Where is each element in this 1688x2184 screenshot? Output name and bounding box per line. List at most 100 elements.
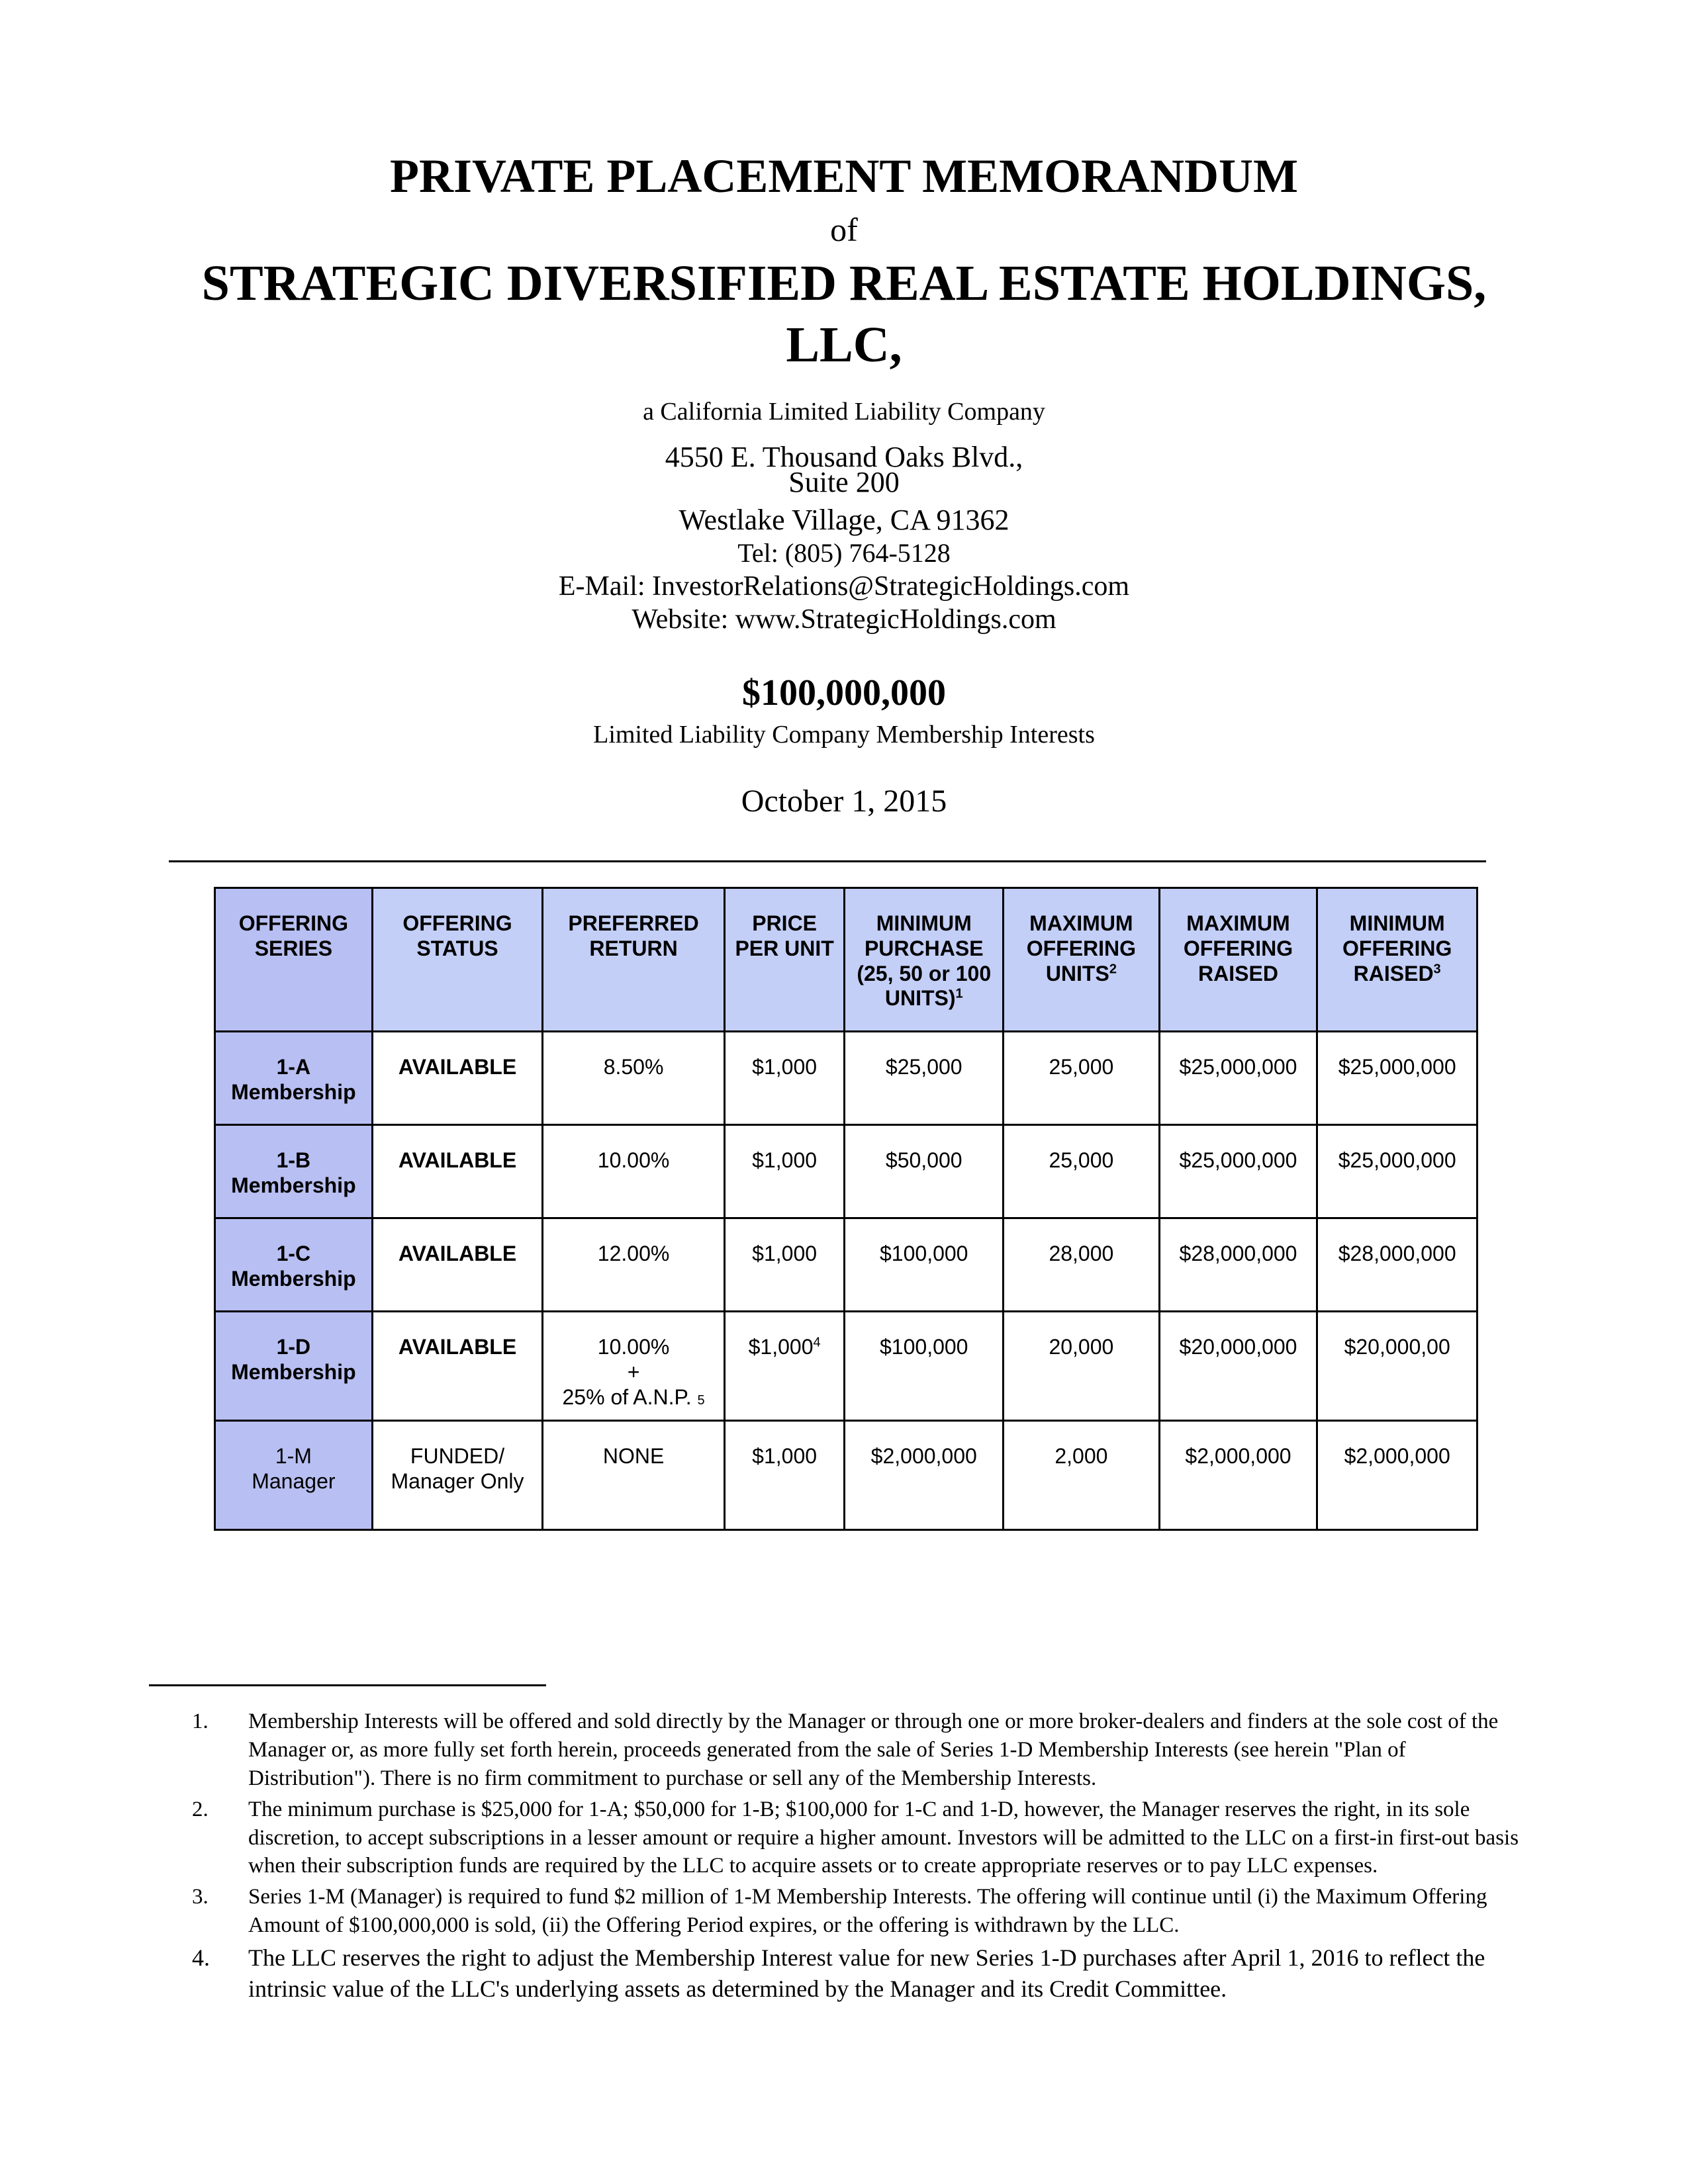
minimum-purchase-cell: $2,000,000 (843, 1420, 1005, 1531)
website: Website: www.StrategicHoldings.com (632, 604, 1056, 635)
maximum-units-cell: 2,000 (1002, 1420, 1160, 1531)
footnote-ref-2: 2 (1109, 961, 1117, 976)
title-of: of (830, 211, 858, 248)
footnote-text: The minimum purchase is $25,000 for 1-A;… (248, 1797, 1519, 1878)
footnote-number: 1. (192, 1709, 209, 1733)
maximum-raised-cell: $28,000,000 (1158, 1217, 1319, 1312)
footnote-item: 3. Series 1-M (Manager) is required to f… (192, 1883, 1536, 1940)
preferred-return-cell: 10.00%+25% of A.N.P. 5 (541, 1310, 726, 1422)
footnote-ref-4: 4 (813, 1335, 821, 1350)
preferred-return-cell: 12.00% (541, 1217, 726, 1312)
header-preferred-return: PREFERRED RETURN (541, 887, 726, 1032)
preferred-return-cell: 8.50% (541, 1030, 726, 1126)
maximum-units-cell: 25,000 (1002, 1124, 1160, 1219)
offering-amount: $100,000,000 (742, 672, 946, 713)
company-name-line2: LLC, (786, 317, 902, 373)
series-type: Membership (231, 1359, 356, 1384)
address-line1: 4550 E. Thousand Oaks Blvd., (665, 441, 1023, 473)
status-cell: AVAILABLE (371, 1030, 544, 1126)
series-code: 1-M (275, 1444, 312, 1468)
minimum-raised-cell: $2,000,000 (1316, 1420, 1478, 1531)
document-title: PRIVATE PLACEMENT MEMORANDUM (389, 150, 1298, 203)
status-cell: AVAILABLE (371, 1310, 544, 1422)
header-maximum-offering-raised: MAXIMUM OFFERING RAISED (1158, 887, 1319, 1032)
footnote-item: 4. The LLC reserves the right to adjust … (192, 1942, 1536, 2005)
header-minimum-offering-raised: MINIMUM OFFERING RAISED3 (1316, 887, 1478, 1032)
maximum-raised-cell: $25,000,000 (1158, 1030, 1319, 1126)
status-line2: Manager Only (391, 1469, 524, 1493)
series-code: 1-B (276, 1148, 311, 1172)
header-price-per-unit: PRICE PER UNIT (723, 887, 846, 1032)
series-type: Membership (231, 1266, 356, 1291)
series-code: 1-D (276, 1335, 311, 1359)
footnote-divider (149, 1684, 546, 1686)
header-offering-status: OFFERING STATUS (371, 887, 544, 1032)
interests-description: Limited Liability Company Membership Int… (593, 721, 1095, 749)
company-name-line1: STRATEGIC DIVERSIFIED REAL ESTATE HOLDIN… (201, 255, 1487, 311)
footnote-item: 2. The minimum purchase is $25,000 for 1… (192, 1796, 1536, 1881)
minimum-raised-cell: $28,000,000 (1316, 1217, 1478, 1312)
offering-table: OFFERING SERIES OFFERING STATUS PREFERRE… (214, 887, 1478, 1531)
footnote-ref-5: 5 (697, 1392, 705, 1408)
preferred-return-plus: + (627, 1359, 640, 1384)
header-minimum-offering-raised-label: MINIMUM OFFERING RAISED (1342, 911, 1452, 985)
footnote-text: The LLC reserves the right to adjust the… (248, 1944, 1485, 2002)
minimum-raised-cell: $25,000,000 (1316, 1124, 1478, 1219)
table-header-row: OFFERING SERIES OFFERING STATUS PREFERRE… (214, 887, 1478, 1032)
series-type: Membership (231, 1079, 356, 1104)
maximum-raised-cell: $20,000,000 (1158, 1310, 1319, 1422)
preferred-return-cell: 10.00% (541, 1124, 726, 1219)
status-cell: AVAILABLE (371, 1124, 544, 1219)
address-line3: Westlake Village, CA 91362 (679, 504, 1009, 536)
footnote-text: Membership Interests will be offered and… (248, 1709, 1499, 1790)
footnotes: 1. Membership Interests will be offered … (192, 1707, 1536, 2007)
maximum-units-cell: 25,000 (1002, 1030, 1160, 1126)
maximum-units-cell: 28,000 (1002, 1217, 1160, 1312)
footnote-ref-1: 1 (955, 986, 963, 1001)
series-code: 1-C (276, 1242, 311, 1265)
footnote-text: Series 1-M (Manager) is required to fund… (248, 1885, 1487, 1938)
maximum-raised-cell: $2,000,000 (1158, 1420, 1319, 1531)
minimum-purchase-cell: $100,000 (843, 1310, 1005, 1422)
price-cell: $1,000 (723, 1217, 846, 1312)
header-minimum-purchase-label: MINIMUM PURCHASE (25, 50 or 100 UNITS) (857, 911, 992, 1011)
series-type: Manager (252, 1469, 336, 1493)
email: E-Mail: InvestorRelations@StrategicHoldi… (558, 571, 1130, 602)
header-maximum-offering-units: MAXIMUM OFFERING UNITS2 (1002, 887, 1160, 1032)
preferred-return-extra: 25% of A.N.P. 5 (547, 1385, 720, 1410)
header-divider (169, 860, 1486, 862)
footnote-ref-3: 3 (1433, 961, 1441, 976)
minimum-purchase-cell: $50,000 (843, 1124, 1005, 1219)
header-offering-series: OFFERING SERIES (214, 887, 373, 1032)
price-cell: $1,000 (723, 1030, 846, 1126)
company-description: a California Limited Liability Company (643, 398, 1045, 426)
minimum-purchase-cell: $100,000 (843, 1217, 1005, 1312)
preferred-return-extra-text: 25% of A.N.P. (562, 1385, 692, 1409)
preferred-return-cell: NONE (541, 1420, 726, 1531)
minimum-raised-cell: $25,000,000 (1316, 1030, 1478, 1126)
minimum-raised-cell: $20,000,00 (1316, 1310, 1478, 1422)
price-value: $1,000 (748, 1335, 814, 1359)
price-cell: $1,000 (723, 1124, 846, 1219)
preferred-return-base: 10.00% (597, 1335, 670, 1359)
footnote-number: 2. (192, 1797, 209, 1821)
maximum-raised-cell: $25,000,000 (1158, 1124, 1319, 1219)
address-line2: Suite 200 (788, 466, 900, 498)
footnote-number: 3. (192, 1885, 209, 1909)
series-type: Membership (231, 1173, 356, 1197)
status-cell: FUNDED/Manager Only (371, 1420, 544, 1531)
series-code: 1-A (276, 1055, 311, 1079)
footnote-number: 4. (192, 1944, 210, 1972)
price-cell: $1,000 (723, 1420, 846, 1531)
minimum-purchase-cell: $25,000 (843, 1030, 1005, 1126)
